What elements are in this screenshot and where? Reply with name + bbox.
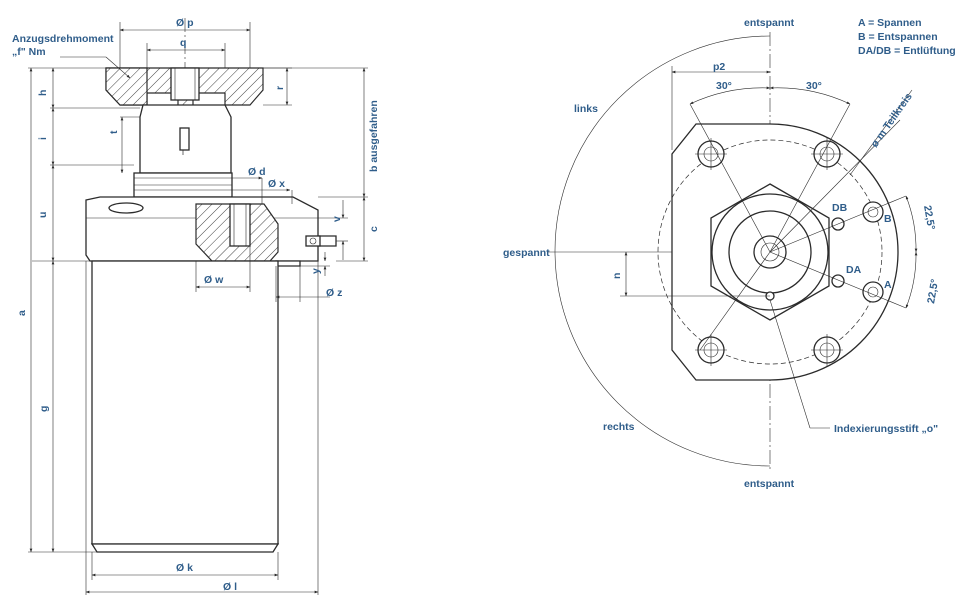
bolt-circle: [657, 139, 883, 365]
label-entspannt-top: entspannt: [744, 17, 795, 29]
dim-label-d: Ø d: [248, 166, 266, 178]
label-angle-22-bottom: 22,5°: [925, 278, 941, 304]
dim-label-g: g: [38, 406, 50, 412]
label-port-DB: DB: [832, 202, 848, 214]
dim-label-b: b ausgefahren: [368, 100, 380, 172]
top-view: entspannt entspannt gespannt links recht…: [503, 17, 956, 490]
dim-label-h: h: [37, 90, 49, 96]
label-port-DA: DA: [846, 264, 862, 276]
label-gespannt: gespannt: [503, 247, 550, 259]
dim-label-y: y: [310, 268, 322, 274]
dim-label-p: Ø p: [176, 17, 194, 29]
label-teilkreis: ø m Teilkreis: [869, 91, 915, 150]
dim-label-x: Ø x: [268, 178, 285, 190]
dim-label-c: c: [368, 226, 380, 232]
label-p2: p2: [713, 61, 725, 73]
label-port-A: A: [884, 279, 892, 291]
legend-line-2: B = Entspannen: [858, 31, 938, 43]
side-view: Ø p q Anzugsdrehmoment „f" Nm h i t r b …: [12, 17, 380, 595]
clamp-arm-flange-left: [105, 67, 148, 106]
bolt-hole-bottom-right: [811, 334, 843, 366]
dim-label-t: t: [108, 130, 120, 134]
label-n: n: [611, 273, 623, 279]
dim-label-l: Ø l: [223, 581, 237, 593]
dim-label-q: q: [180, 37, 186, 49]
legend-line-3: DA/DB = Entlüftung: [858, 45, 956, 57]
dim-label-v: v: [331, 216, 343, 222]
port-A-hole: [862, 281, 884, 303]
label-angle-22-top: 22,5°: [921, 204, 937, 230]
dim-label-r: r: [274, 86, 286, 90]
swing-arc: [554, 35, 771, 467]
torque-label-line1: Anzugsdrehmoment: [12, 33, 114, 45]
cylinder-foot: [90, 543, 280, 553]
dim-label-w: Ø w: [204, 274, 224, 286]
label-entspannt-bottom: entspannt: [744, 478, 795, 490]
dim-label-u: u: [37, 212, 49, 218]
label-links: links: [574, 103, 598, 115]
flange-screw: [170, 67, 200, 101]
dim-label-z: Ø z: [326, 287, 342, 299]
dim-label-a: a: [16, 310, 28, 316]
port-DA-hole: [831, 274, 845, 288]
label-port-B: B: [884, 213, 892, 225]
bolt-hole-top-left: [695, 138, 727, 170]
legend-line-1: A = Spannen: [858, 17, 922, 29]
dim-label-k: Ø k: [176, 562, 193, 574]
label-indexing-pin: Indexierungsstift „o": [834, 423, 938, 435]
flange-oval-port: [108, 202, 144, 214]
dim-label-i: i: [37, 137, 49, 140]
port-B-hole: [862, 201, 884, 223]
label-angle-30-right: 30°: [806, 80, 822, 92]
label-angle-30-left: 30°: [716, 80, 732, 92]
torque-label-line2: „f" Nm: [12, 46, 46, 58]
label-rechts: rechts: [603, 421, 635, 433]
cylinder-body: [91, 260, 279, 545]
